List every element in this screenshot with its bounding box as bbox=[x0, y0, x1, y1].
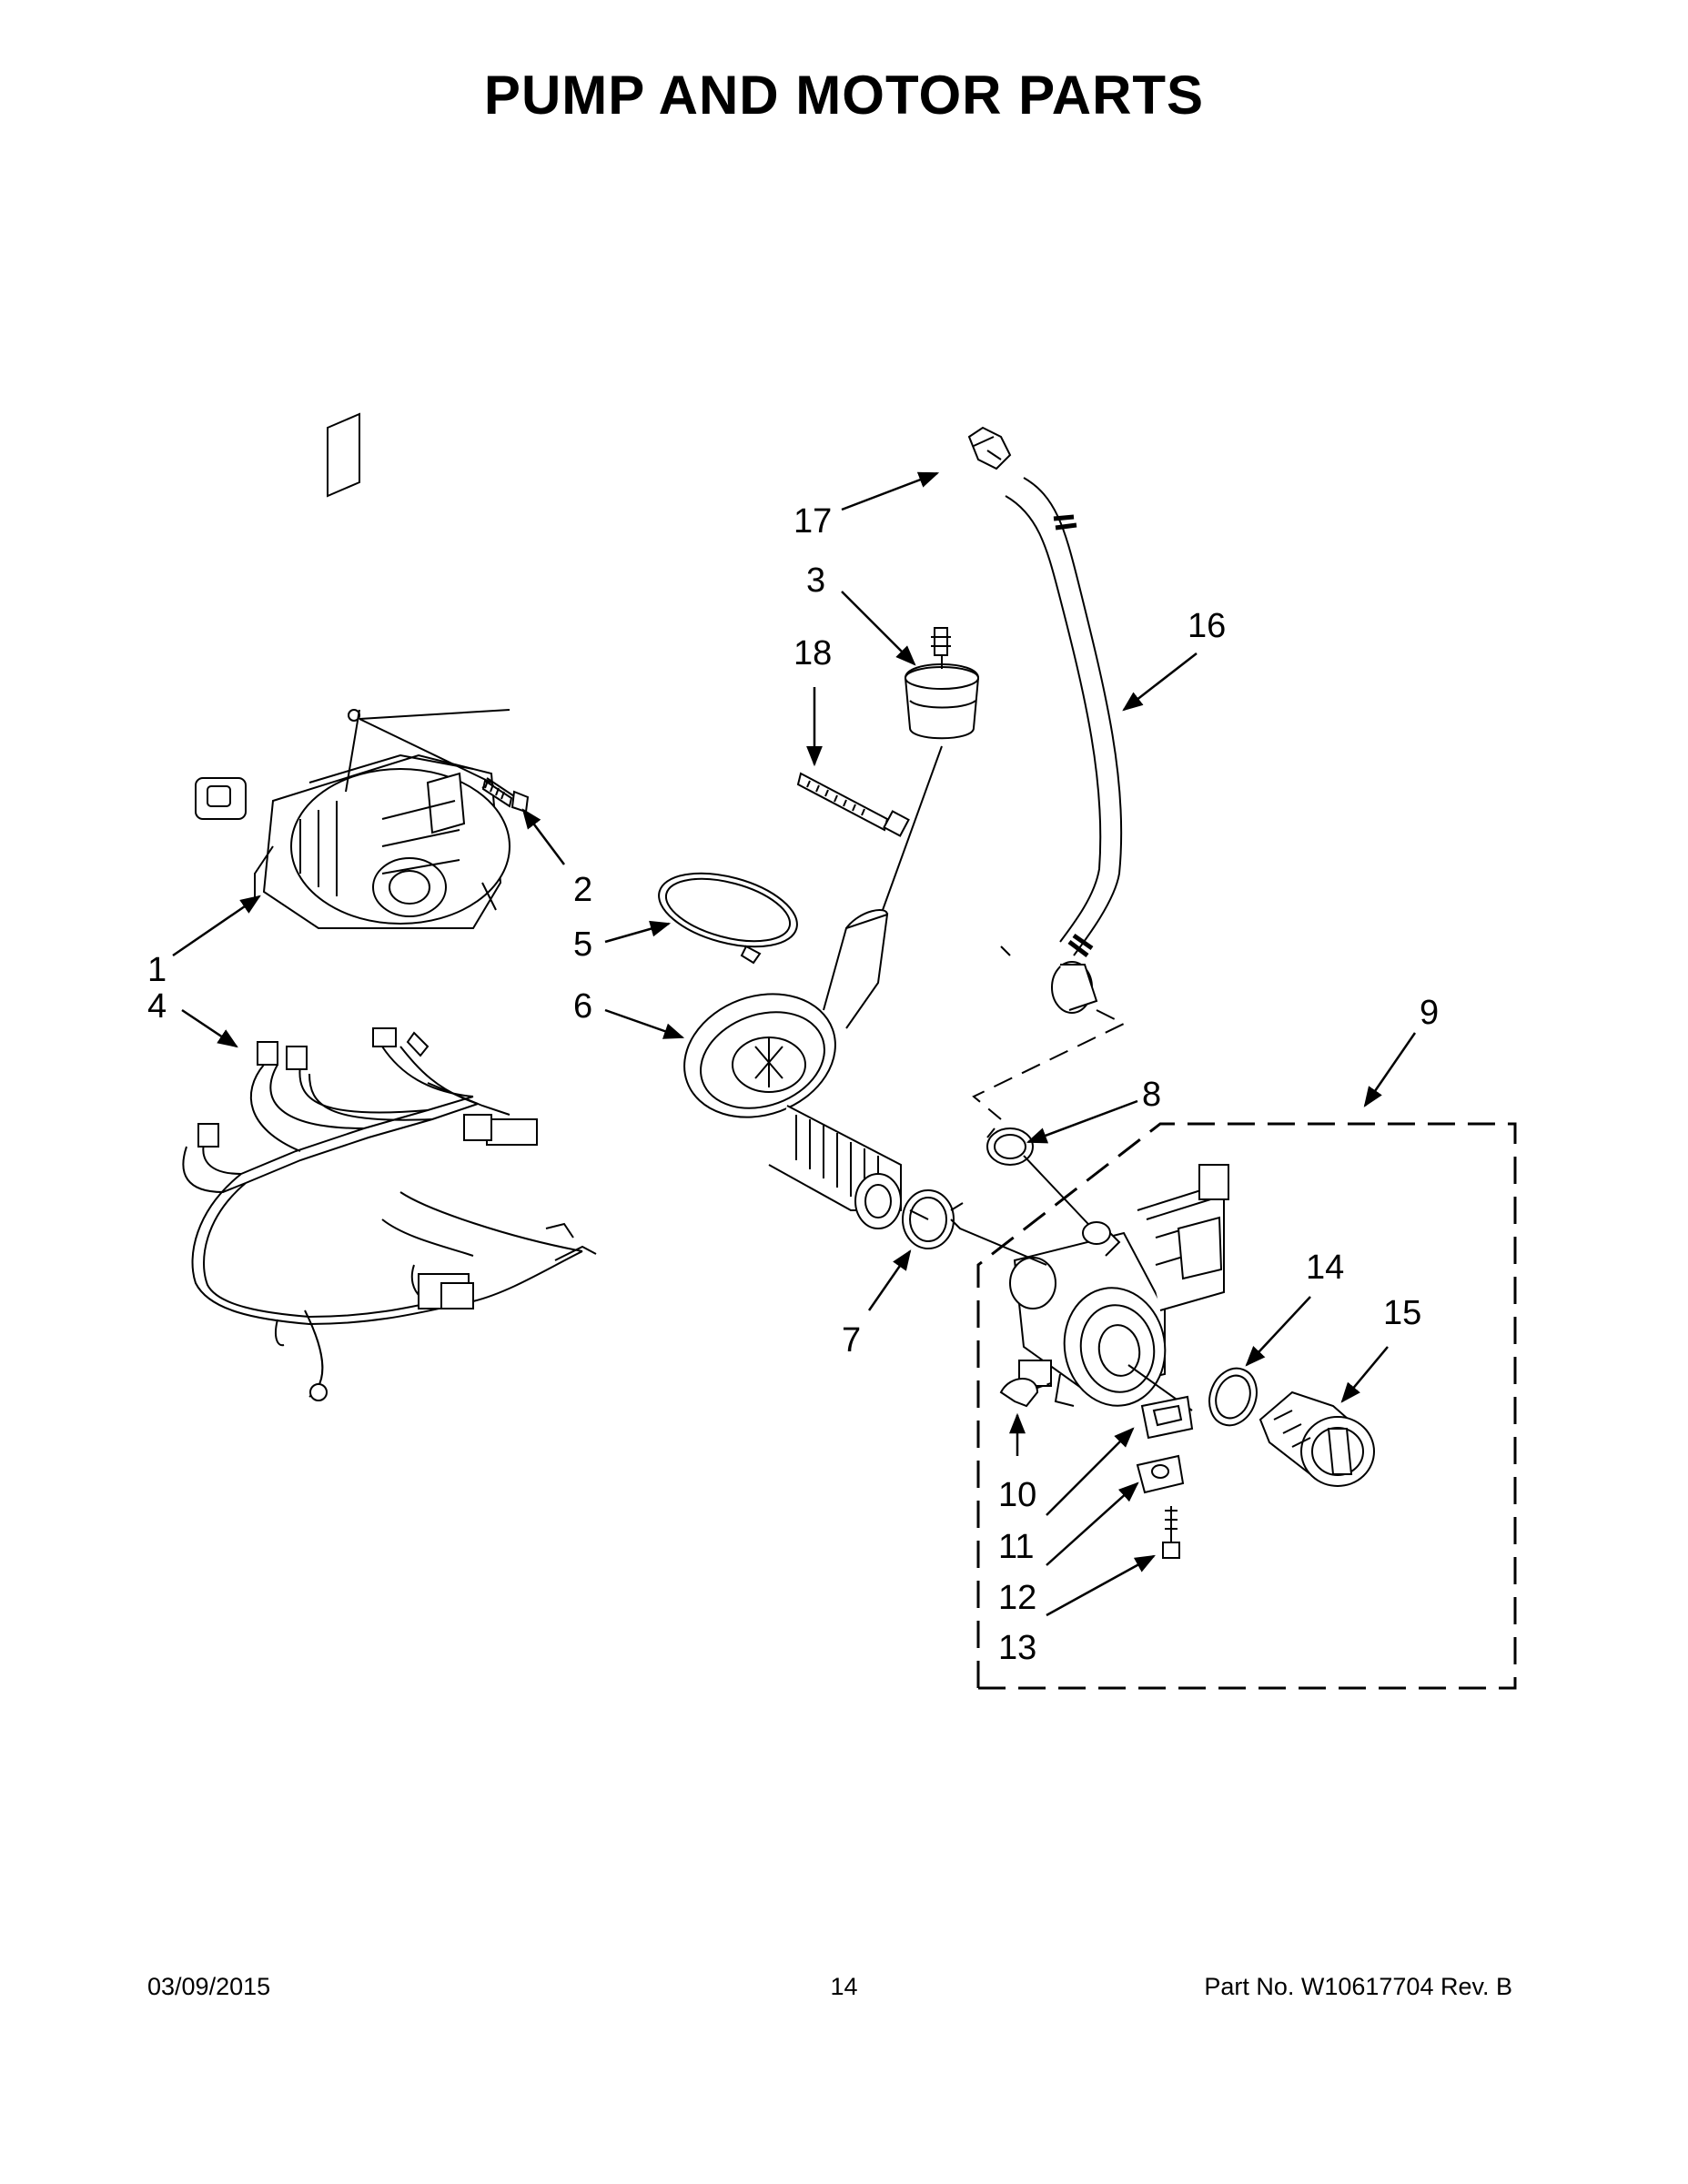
callout-11: 11 bbox=[998, 1528, 1034, 1566]
arrow-1 bbox=[172, 895, 261, 957]
callout-18: 18 bbox=[793, 634, 832, 672]
arrow-17 bbox=[841, 471, 940, 511]
footer-part-number: Part No. W10617704 Rev. B bbox=[1204, 1973, 1512, 2000]
callout-16: 16 bbox=[1188, 607, 1226, 645]
hose-to-pump-line bbox=[950, 1218, 1047, 1266]
arrow-6 bbox=[604, 1008, 685, 1039]
leader-arrows bbox=[172, 471, 1417, 1617]
footer-date: 03/09/2015 bbox=[147, 1973, 271, 2000]
callout-4: 4 bbox=[147, 987, 167, 1026]
arrow-7 bbox=[867, 1249, 912, 1311]
callout-8: 8 bbox=[1142, 1076, 1161, 1114]
pump-assembly-box bbox=[976, 1122, 1517, 1690]
callout-9: 9 bbox=[1420, 994, 1439, 1032]
arrow-3 bbox=[841, 591, 916, 666]
arrow-5 bbox=[604, 920, 672, 944]
tie-strap bbox=[796, 772, 910, 837]
hose-connection-dashes bbox=[972, 1009, 1127, 1120]
arrow-15 bbox=[1340, 1346, 1389, 1403]
callout-14: 14 bbox=[1306, 1249, 1344, 1287]
drive-motor bbox=[195, 412, 510, 929]
arrow-4 bbox=[181, 1008, 238, 1048]
retaining-clip bbox=[999, 1378, 1052, 1408]
callout-17: 17 bbox=[793, 502, 832, 541]
clamp-leader bbox=[909, 1209, 929, 1220]
arrow-8 bbox=[1026, 1099, 1138, 1144]
callout-7: 7 bbox=[842, 1321, 861, 1360]
arrow-9 bbox=[1363, 1032, 1417, 1107]
callout-2: 2 bbox=[573, 871, 592, 909]
pump-screw bbox=[1162, 1506, 1180, 1559]
filter-o-ring bbox=[1208, 1367, 1258, 1427]
drain-pump bbox=[1009, 1164, 1229, 1407]
arrow-13 bbox=[1046, 1554, 1156, 1617]
callout-13: 13 bbox=[998, 1629, 1036, 1667]
pressure-dome bbox=[882, 627, 980, 911]
pump-bracket bbox=[1140, 1395, 1194, 1440]
footer-page-number: 14 bbox=[830, 1973, 858, 2000]
callout-5: 5 bbox=[573, 925, 592, 964]
arrow-16 bbox=[1122, 652, 1198, 712]
sump-hose bbox=[683, 909, 902, 1229]
pump-filter bbox=[1258, 1390, 1375, 1487]
drain-hose bbox=[967, 426, 1123, 1014]
callout-3: 3 bbox=[806, 561, 825, 600]
arrow-2 bbox=[521, 808, 565, 865]
motor-screw bbox=[359, 718, 530, 814]
wiring-harness bbox=[182, 1027, 597, 1401]
arrow-11 bbox=[1046, 1427, 1135, 1516]
callout-10: 10 bbox=[998, 1476, 1036, 1514]
hose-clamp bbox=[658, 872, 798, 965]
page-title: PUMP AND MOTOR PARTS bbox=[483, 65, 1205, 126]
arrow-14 bbox=[1245, 1296, 1311, 1367]
drain-hose-clamp bbox=[986, 1127, 1102, 1239]
pump-grommet bbox=[1136, 1454, 1185, 1494]
callout-15: 15 bbox=[1383, 1294, 1421, 1332]
callout-1: 1 bbox=[147, 951, 167, 989]
small-hose-clamp bbox=[902, 1189, 964, 1249]
callout-6: 6 bbox=[573, 987, 592, 1026]
arrow-12 bbox=[1046, 1481, 1139, 1566]
callout-labels: 1 2 3 4 5 6 7 8 9 10 11 12 13 14 15 16 1… bbox=[147, 502, 1439, 1667]
callout-12: 12 bbox=[998, 1579, 1036, 1617]
